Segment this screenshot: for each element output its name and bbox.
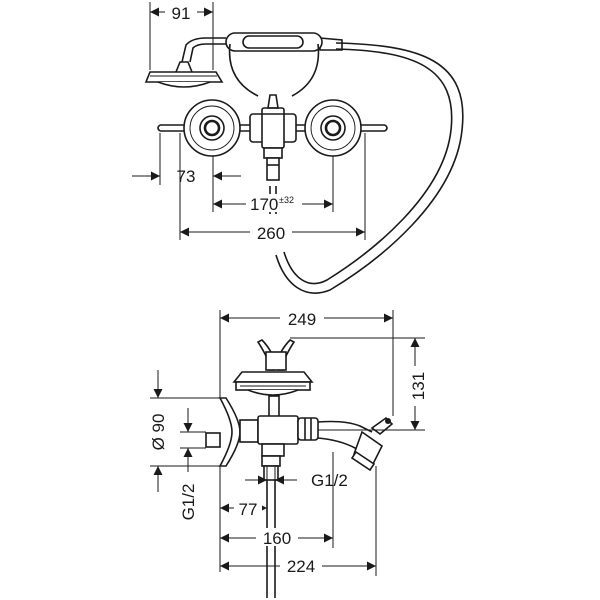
dim-label-d90: Ø 90 bbox=[149, 414, 168, 451]
top-view: 91 73 170 ±32 260 bbox=[132, 2, 464, 294]
dimension-131: 131 bbox=[290, 337, 428, 431]
hand-shower bbox=[144, 32, 323, 97]
dim-label-249: 249 bbox=[288, 310, 316, 329]
wall-flange bbox=[205, 397, 259, 467]
dim-label-131: 131 bbox=[409, 372, 428, 400]
dim-label-224: 224 bbox=[287, 557, 315, 576]
side-view: 249 131 Ø 90 G1/2 bbox=[149, 309, 428, 598]
dimension-249: 249 bbox=[219, 309, 394, 416]
dimension-91: 91 bbox=[149, 2, 214, 70]
dim-label-77: 77 bbox=[239, 500, 258, 519]
dimension-73: 73 bbox=[132, 133, 241, 186]
outlet-pipe bbox=[261, 455, 281, 598]
shower-hose bbox=[275, 37, 464, 294]
dim-label-91: 91 bbox=[172, 4, 191, 23]
dim-label-170: 170 bbox=[250, 195, 278, 214]
dimension-160: 160 bbox=[220, 452, 334, 548]
dim-label-g12-outlet: G1/2 bbox=[311, 471, 348, 490]
left-handle bbox=[183, 99, 241, 157]
dim-label-73: 73 bbox=[177, 167, 196, 186]
dim-tolerance-32: ±32 bbox=[279, 195, 294, 205]
dimension-224: 224 bbox=[220, 466, 377, 576]
right-handle bbox=[304, 99, 362, 157]
spout-side bbox=[317, 416, 394, 472]
dimension-77: 77 bbox=[219, 466, 267, 572]
dimension-170: 170 ±32 bbox=[212, 156, 334, 214]
dimension-g12-outlet: G1/2 bbox=[245, 466, 348, 490]
dimension-diameter-90: Ø 90 bbox=[149, 370, 222, 492]
dim-label-g12-left: G1/2 bbox=[179, 484, 198, 521]
dim-label-260: 260 bbox=[257, 224, 285, 243]
hand-shower-side bbox=[232, 339, 314, 419]
dim-label-160: 160 bbox=[263, 529, 291, 548]
mixer-body-side bbox=[257, 415, 319, 457]
mixer-body-top bbox=[249, 94, 297, 214]
dimension-260: 260 bbox=[179, 133, 366, 243]
dimension-g12-left: G1/2 bbox=[179, 408, 206, 520]
